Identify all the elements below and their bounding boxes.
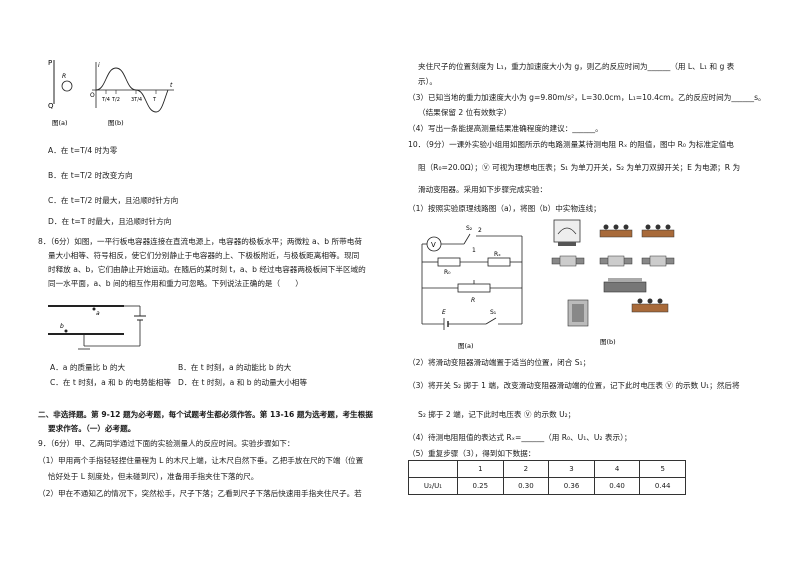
- q10-line-2: 阻（R₀=20.0Ω）；Ⓥ 可视为理想电压表；S₁ 为单刀开关，S₂ 为单刀双掷…: [418, 163, 741, 172]
- table-cell: 0.36: [548, 477, 595, 495]
- table-cell: 0.30: [502, 477, 550, 495]
- r0-label: R₀: [444, 269, 451, 276]
- rx-label: Rₓ: [494, 251, 501, 258]
- fig-b-tick-4: T: [152, 97, 157, 103]
- fig-b-o-label: O: [90, 92, 95, 99]
- terminal-1-label: 1: [472, 247, 476, 254]
- q9-line-1: 9．（6分）甲、乙两同学通过下面的实验测量人的反应时间。实验步骤如下：: [38, 439, 295, 448]
- q8-option-c: C．在 t 时刻，a 和 b 的电势能相等: [50, 378, 171, 387]
- table-header-cell: 4: [593, 460, 641, 478]
- table-header-row: 1 2 3 4 5: [408, 460, 686, 478]
- rheostat-label: R: [471, 297, 475, 304]
- capacitor-figure: a b: [48, 305, 146, 350]
- fig-b-tick-1: T/4: [101, 97, 110, 103]
- q8-line-1: 8．（6分）如图，一平行板电容器连接在直流电源上，电容器的极板水平；两微粒 a、…: [38, 237, 362, 246]
- table-cell: 0.44: [639, 477, 686, 495]
- table-cell: 0.40: [593, 477, 641, 495]
- fig-b-tick-3: 3T/4: [131, 97, 142, 103]
- voltmeter-label: V: [431, 241, 436, 249]
- fig-a-p-label: P: [48, 59, 52, 67]
- q8-line-2: 量大小相等、符号相反，使它们分别静止于电容器的上、下极板附近，与极板距离相等。现…: [48, 251, 360, 260]
- fig-b-t-label: t: [170, 82, 173, 89]
- data-table: 1 2 3 4 5 U₂/U₁ 0.25 0.30 0.36 0.40 0.44: [408, 460, 686, 495]
- section-heading-1: 二、非选择题。第 9-12 题为必考题，每个试题考生都必须作答。第 13-16 …: [38, 410, 373, 419]
- table-header-cell: 3: [548, 460, 595, 478]
- table-row-label: U₂/U₁: [408, 477, 458, 495]
- table-header-cell: 5: [639, 460, 686, 478]
- q9-line-4: （2）甲在不通知乙的情况下，突然松手，尺子下落；乙看到尺子下落后快速用手指夹住尺…: [38, 489, 362, 498]
- q9-step3-note: （结果保留 2 位有效数字）: [418, 108, 512, 117]
- q7-option-b: B．在 t=T/2 时改变方向: [48, 171, 133, 180]
- q10-line-1: 10．（9分）一课外实验小组用如图所示的电路测量某待测电阻 Rₓ 的阻值，图中 …: [408, 140, 734, 149]
- s1-label: S₁: [490, 309, 497, 316]
- source-label: E: [442, 309, 446, 316]
- q8-option-b: B．在 t 时刻，a 的动能比 b 的大: [178, 363, 292, 372]
- table-header-cell: 1: [457, 460, 504, 478]
- q10-step-3-cont: S₂ 掷于 2 端，记下此时电压表 Ⓥ 的示数 U₂；: [418, 410, 576, 419]
- fig-a-caption: 图(a): [52, 119, 68, 127]
- table-header-cell: [408, 460, 458, 478]
- fig-b-tick-2: T/2: [111, 97, 120, 103]
- fig-b-caption: 图(b): [108, 119, 124, 127]
- q10-line-4: （1）按照实验原理线路图（a），将图（b）中实物连线；: [408, 204, 601, 213]
- q7-option-a: A．在 t=T/4 时为零: [48, 146, 118, 155]
- fig-a-q-label: Q: [48, 102, 54, 110]
- fig-b-i-label: i: [98, 62, 100, 69]
- table-header-cell: 2: [502, 460, 550, 478]
- q9-step4: （4）写出一条能提高测量结果准确程度的建议：______。: [408, 124, 603, 133]
- q10-line-3: 滑动变阻器。采用如下步骤完成实验：: [418, 185, 548, 194]
- table-cell: 0.25: [457, 477, 504, 495]
- q9-line-2: （1）甲用两个手指轻轻捏住量程为 L 的木尺上端，让木尺自然下垂。乙把手放在尺的…: [38, 456, 364, 465]
- circuit-a-caption: 图(a): [458, 342, 474, 350]
- q9-step3: （3）已知当地的重力加速度大小为 g=9.80m/s²，L=30.0cm，L₁=…: [408, 93, 766, 102]
- s2-label: S₂: [466, 225, 473, 232]
- q7-option-c: C．在 t=T/2 时最大，且沿顺时针方向: [48, 196, 179, 205]
- q9-line-3: 恰好处于 L 刻度处，但未碰到尺），准备用手指夹住下落的尺。: [48, 472, 259, 481]
- q9-cont-1: 夹住尺子的位置刻度为 L₁，重力加速度大小为 g，则乙的反应时间为______（…: [418, 62, 735, 71]
- particle-a-label: a: [96, 310, 100, 317]
- q10-step-5: （5）重复步骤（3），得到如下数据：: [408, 449, 536, 458]
- particle-b-label: b: [60, 323, 64, 330]
- circuit-diagram-a: V S₂ 2 1 R₀ Rₓ R: [421, 225, 523, 350]
- q9-cont-2: 示）。: [418, 77, 437, 86]
- q8-option-a: A．a 的质量比 b 的大: [50, 363, 126, 372]
- q10-step-4: （4）待测电阻阻值的表达式 Rₓ=______（用 R₀、U₁、U₂ 表示）；: [408, 433, 632, 442]
- apparatus-b-caption: 图(b): [600, 338, 616, 346]
- apparatus-figure-b: 图(b): [551, 219, 675, 346]
- fig-a-r-label: R: [62, 73, 66, 80]
- q8-line-3: 时释放 a、b，它们由静止开始运动。在随后的某时刻 t，a、b 经过电容器两极板…: [48, 265, 366, 274]
- terminal-2-label: 2: [478, 227, 482, 234]
- q10-step-3: （3）将开关 S₂ 掷于 1 端，改变滑动变阻器滑动端的位置，记下此时电压表 Ⓥ…: [408, 381, 740, 390]
- q8-option-d: D．在 t 时刻，a 和 b 的动量大小相等: [178, 378, 308, 387]
- table-row: U₂/U₁ 0.25 0.30 0.36 0.40 0.44: [408, 477, 686, 495]
- q7-option-d: D．在 t=T 时最大，且沿顺时针方向: [48, 217, 172, 226]
- q8-line-4: 同一水平面，a、b 间的相互作用和重力可忽略。下列说法正确的是（ ）: [48, 279, 303, 288]
- section-heading-2: 要求作答。（一）必考题。: [48, 424, 136, 433]
- q10-step-2: （2）将滑动变阻器滑动端置于适当的位置，闭合 S₁；: [408, 358, 591, 367]
- fig7-ab: P Q R 图(a) i O t T/4 T/2 3T/4 T 图(b): [48, 59, 174, 127]
